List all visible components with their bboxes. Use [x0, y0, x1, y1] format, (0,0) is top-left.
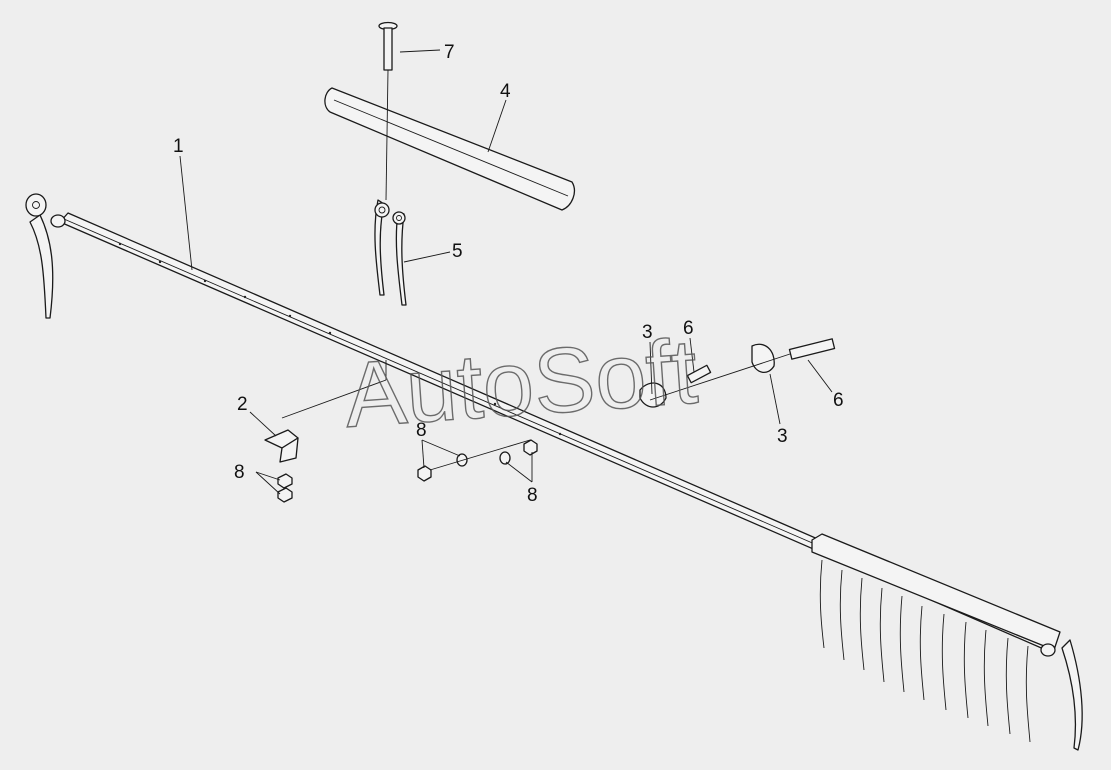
spring-tines-5: [374, 199, 407, 306]
watermark: AutoSoft: [341, 321, 700, 447]
callout-5: 5: [452, 241, 463, 262]
pin-6-left: [686, 364, 712, 384]
callout-2: 2: [237, 394, 248, 415]
callout-6-left: 6: [683, 318, 694, 339]
rake-tines: [819, 559, 1031, 743]
rake-head: [811, 533, 1083, 751]
callout-7: 7: [444, 42, 455, 63]
bar-holes: [118, 242, 562, 436]
clamp-3-left: [639, 382, 667, 408]
callout-3-right: 3: [777, 426, 788, 447]
nuts-center: [417, 439, 538, 482]
callout-8-left: 8: [234, 462, 245, 483]
callout-3-left: 3: [642, 322, 653, 343]
callout-4: 4: [500, 81, 511, 102]
bolt-7: [378, 21, 398, 201]
callout-1: 1: [173, 136, 184, 157]
callout-6-right: 6: [833, 390, 844, 411]
bracket-2: [264, 360, 387, 463]
guard-cover: [324, 87, 576, 211]
nuts-left: [277, 473, 293, 503]
callouts: 1 2 3 3 4 5 6 6 7 8 8 8: [173, 42, 844, 506]
pin-6-right: [649, 338, 836, 401]
left-end-tine: [25, 193, 66, 319]
callout-8-center: 8: [416, 420, 427, 441]
callout-8-right: 8: [527, 485, 538, 506]
leader-lines: [179, 49, 833, 495]
clamp-3-right: [751, 343, 775, 373]
